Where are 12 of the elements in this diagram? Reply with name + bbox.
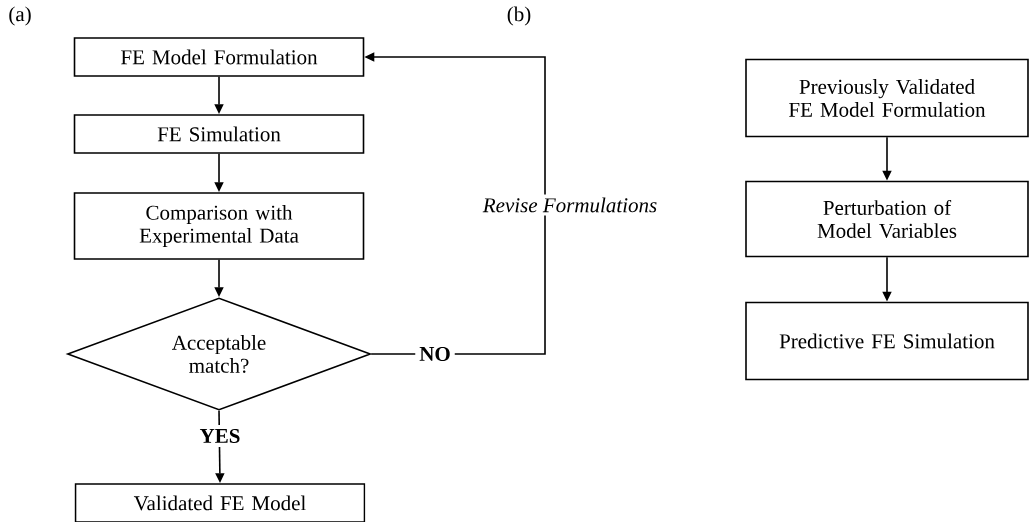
edge-note: Revise Formulations [479,194,661,216]
process-box: Predictive FE Simulation [745,301,1029,381]
process-box: FE Model Formulation [73,37,365,77]
panel-label: (b) [503,3,535,29]
edge-label: NO [415,342,455,366]
process-box: Previously Validated FE Model Formulation [745,58,1029,138]
process-box: FE Simulation [73,114,365,154]
panel-label: (a) [5,3,35,29]
process-box: Validated FE Model [74,483,366,522]
edge-label: YES [195,424,245,448]
process-box: Comparison with Experimental Data [73,192,365,260]
process-box: Perturbation of Model Variables [745,180,1029,258]
